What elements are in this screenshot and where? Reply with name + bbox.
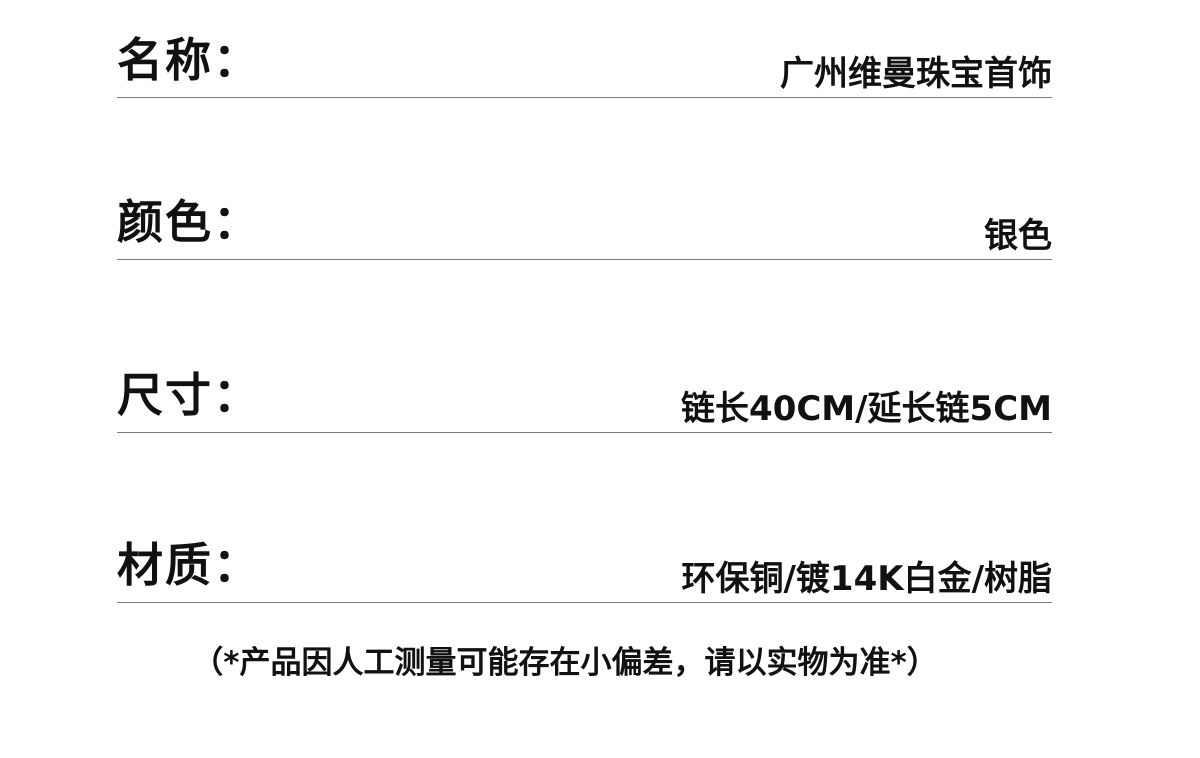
spec-label-size: 尺寸：	[117, 368, 261, 422]
spec-value-material: 环保铜/镀14K白金/树脂	[681, 559, 1053, 599]
spec-row-color: 颜色： 银色	[117, 199, 1052, 260]
spec-value-size: 链长40CM/延长链5CM	[681, 389, 1052, 429]
spec-label-name: 名称：	[117, 33, 261, 87]
disclaimer-note: （*产品因人工测量可能存在小偏差，请以实物为准*）	[192, 645, 938, 681]
spec-value-name: 广州维曼珠宝首饰	[780, 54, 1052, 94]
spec-label-material: 材质：	[117, 538, 261, 592]
spec-label-color: 颜色：	[117, 195, 261, 249]
spec-value-color: 银色	[984, 216, 1052, 256]
spec-row-material: 材质： 环保铜/镀14K白金/树脂	[117, 542, 1052, 603]
spec-row-name: 名称： 广州维曼珠宝首饰	[117, 37, 1052, 98]
spec-row-size: 尺寸： 链长40CM/延长链5CM	[117, 372, 1052, 433]
